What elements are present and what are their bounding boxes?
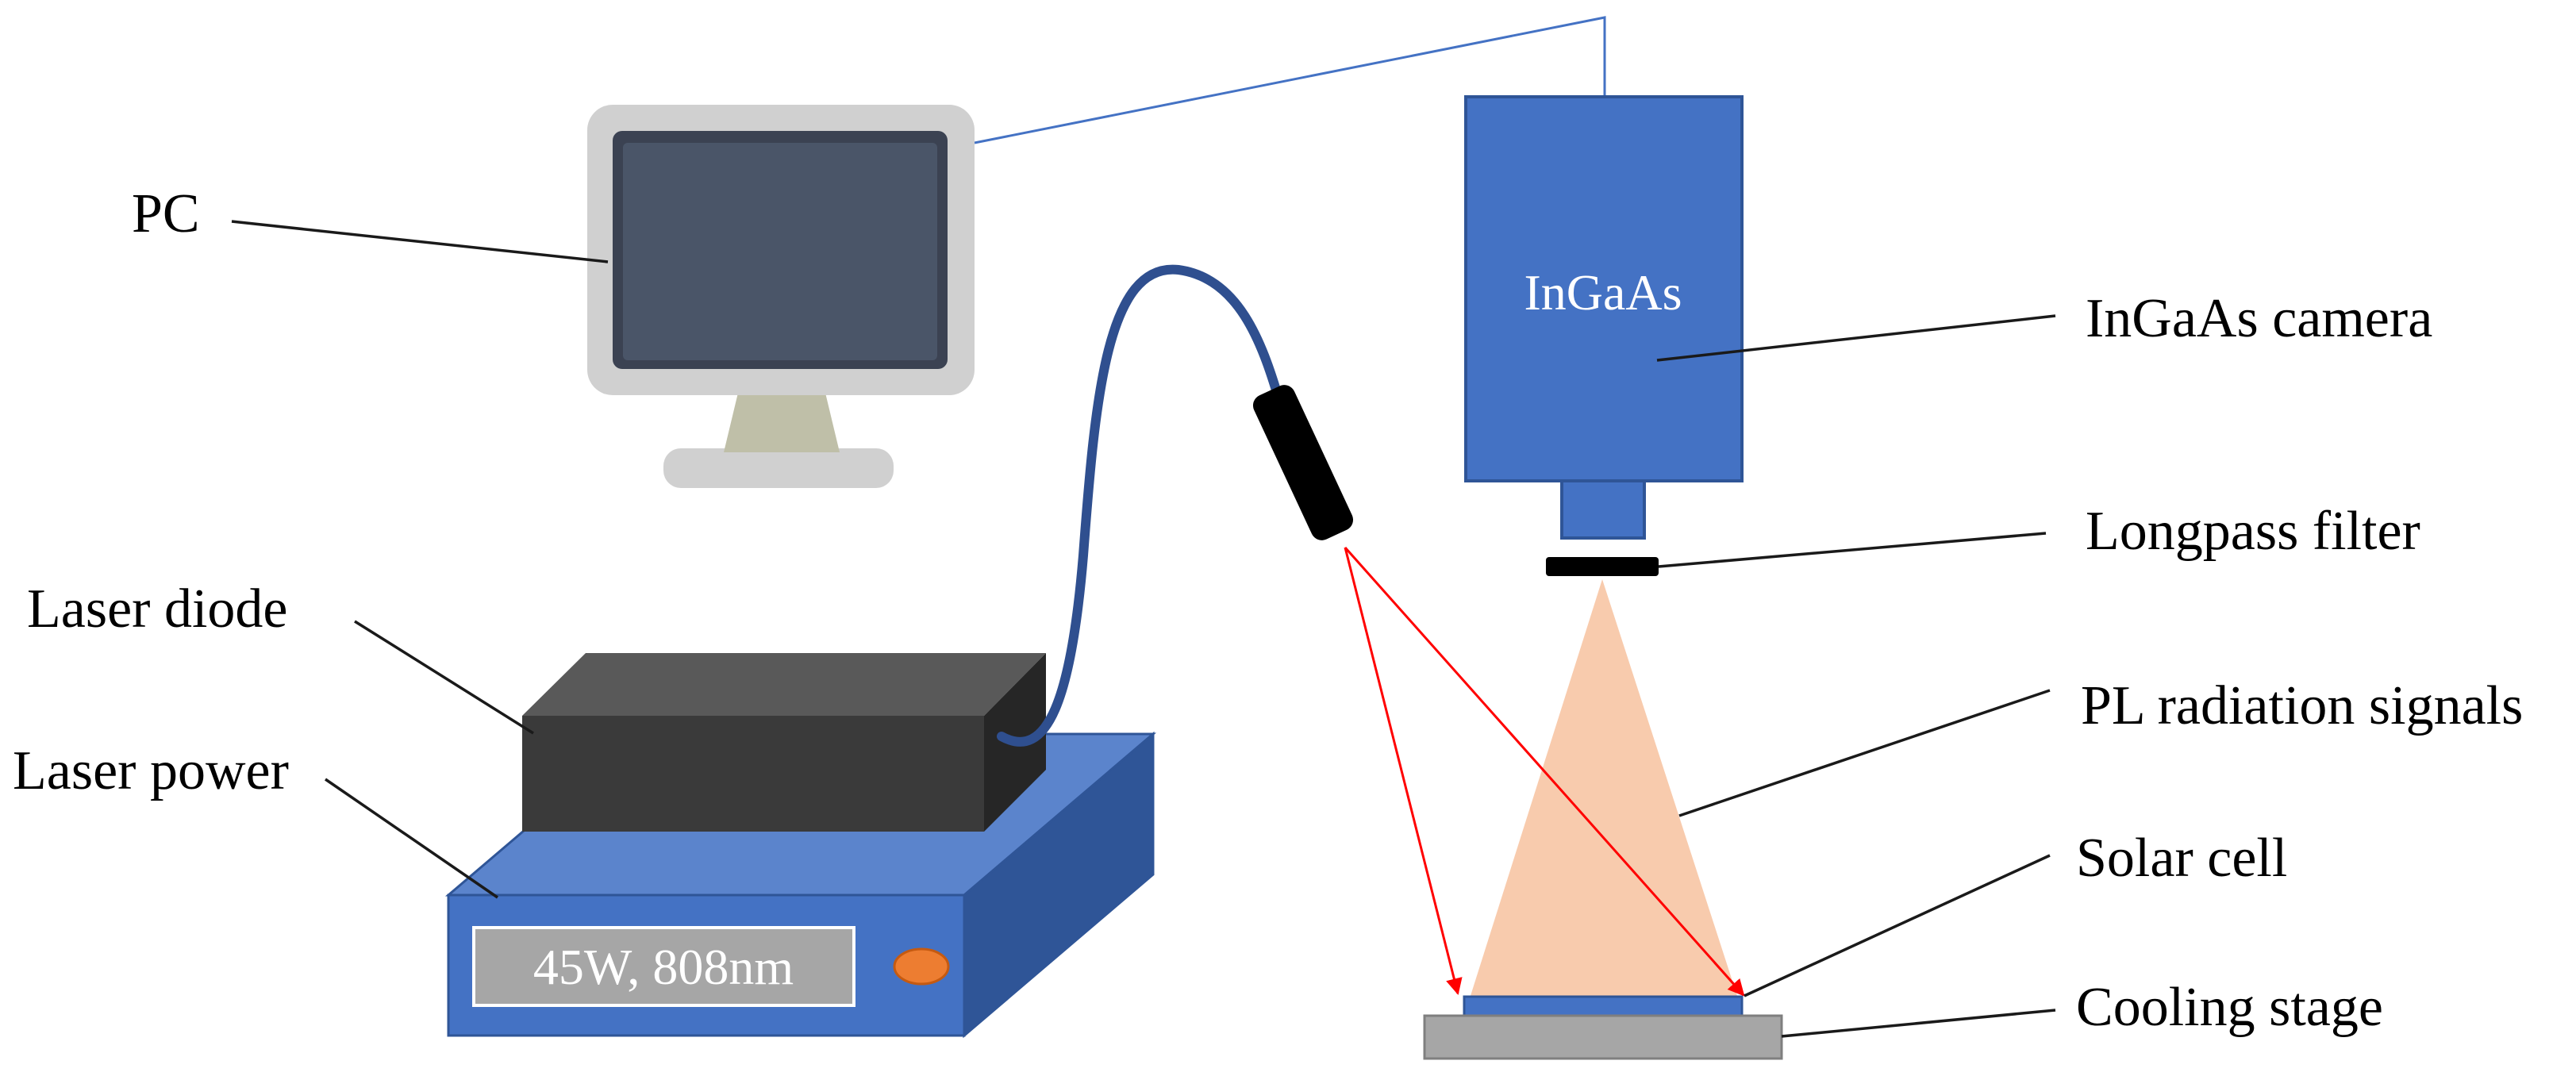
pl-radiation-cone xyxy=(1470,579,1738,998)
monitor-stand-neck xyxy=(724,393,840,452)
cooling-stage xyxy=(1423,1014,1783,1060)
solar-cell xyxy=(1463,995,1744,1017)
camera-text: InGaAs xyxy=(1524,264,1682,321)
laser-beam-right xyxy=(1344,547,1745,997)
ingaas-camera: InGaAs xyxy=(1464,95,1744,540)
monitor-stand-base xyxy=(663,448,894,488)
label-ingaas-camera: InGaAs camera xyxy=(2086,288,2432,349)
leader-pc xyxy=(231,220,609,263)
label-cooling-stage: Cooling stage xyxy=(2076,977,2383,1038)
label-solar-cell: Solar cell xyxy=(2076,828,2287,889)
label-pc: PC xyxy=(132,183,200,244)
leader-cooling-stage xyxy=(1781,1009,2056,1038)
label-laser-power: Laser power xyxy=(13,740,289,801)
power-display xyxy=(472,926,855,1007)
leader-longpass-filter xyxy=(1658,532,2047,568)
pc-monitor xyxy=(587,105,975,488)
leader-solar-cell xyxy=(1744,854,2051,997)
longpass-filter xyxy=(1546,557,1659,576)
monitor-screen xyxy=(623,143,937,360)
label-longpass-filter: Longpass filter xyxy=(2086,501,2420,562)
camera-lens xyxy=(1560,479,1646,540)
label-laser-diode: Laser diode xyxy=(27,578,287,640)
leader-ingaas-camera xyxy=(1656,314,2056,362)
laser-beam-left xyxy=(1344,547,1463,996)
leader-pl-radiation xyxy=(1678,689,2051,817)
data-cable xyxy=(974,16,1606,144)
camera-body xyxy=(1464,95,1744,482)
power-display-text: 45W, 808nm xyxy=(533,939,794,995)
laser-diode xyxy=(522,653,1046,832)
leader-laser-diode xyxy=(354,620,534,735)
laser-diode-top xyxy=(522,653,1046,716)
label-pl-radiation: PL radiation signals xyxy=(2081,675,2523,736)
laser-diode-front xyxy=(522,716,984,832)
optical-fiber xyxy=(997,264,1284,747)
fiber-collimator xyxy=(1252,385,1354,540)
power-indicator xyxy=(893,947,950,986)
leader-laser-power xyxy=(325,778,498,899)
